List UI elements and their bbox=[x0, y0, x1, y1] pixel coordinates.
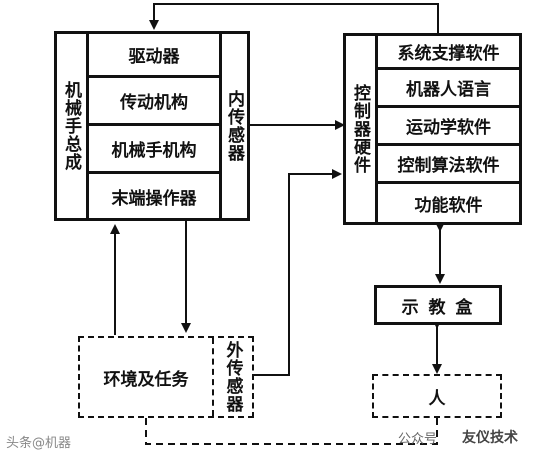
row-control-algorithm: 控制算法软件 bbox=[378, 146, 519, 184]
watermark-right-prefix: 公众号 bbox=[398, 432, 438, 447]
manipulator-assembly: 机械手总成 驱动器 传动机构 机械手机构 末端操作器 内传感器 bbox=[54, 31, 250, 221]
watermark-right-name: 友仪技术 bbox=[462, 430, 518, 446]
manipulator-side-label: 机械手总成 bbox=[57, 34, 89, 218]
row-manipulator-mechanism: 机械手机构 bbox=[89, 126, 219, 174]
human-environment-dashed-line bbox=[145, 418, 438, 445]
internal-sensor-label: 内传感器 bbox=[219, 34, 247, 218]
row-kinematics-software: 运动学软件 bbox=[378, 108, 519, 146]
teach-pendant-label: 示 教 盒 bbox=[401, 297, 475, 318]
external-sensor-to-controller-line bbox=[253, 169, 342, 376]
environment-label: 环境及任务 bbox=[103, 369, 189, 390]
row-driver: 驱动器 bbox=[89, 34, 219, 78]
watermark-left: 头条@机器 bbox=[6, 436, 72, 451]
top-feedback-line bbox=[149, 3, 439, 33]
external-sensor-label: 外传感器 bbox=[212, 338, 252, 416]
human-box: 人 bbox=[372, 374, 502, 418]
row-robot-language: 机器人语言 bbox=[378, 70, 519, 108]
controller-hardware: 控制器硬件 系统支撑软件 机器人语言 运动学软件 控制算法软件 功能软件 bbox=[343, 33, 522, 225]
row-transmission: 传动机构 bbox=[89, 78, 219, 126]
teach-pendant: 示 教 盒 bbox=[374, 285, 502, 325]
row-end-effector: 末端操作器 bbox=[111, 188, 197, 209]
row-function-software: 功能软件 bbox=[414, 195, 483, 216]
human-label: 人 bbox=[428, 388, 446, 409]
environment-box: 环境及任务 外传感器 bbox=[78, 336, 254, 418]
controller-side-label: 控制器硬件 bbox=[346, 36, 378, 222]
row-system-software: 系统支撑软件 bbox=[378, 36, 519, 70]
